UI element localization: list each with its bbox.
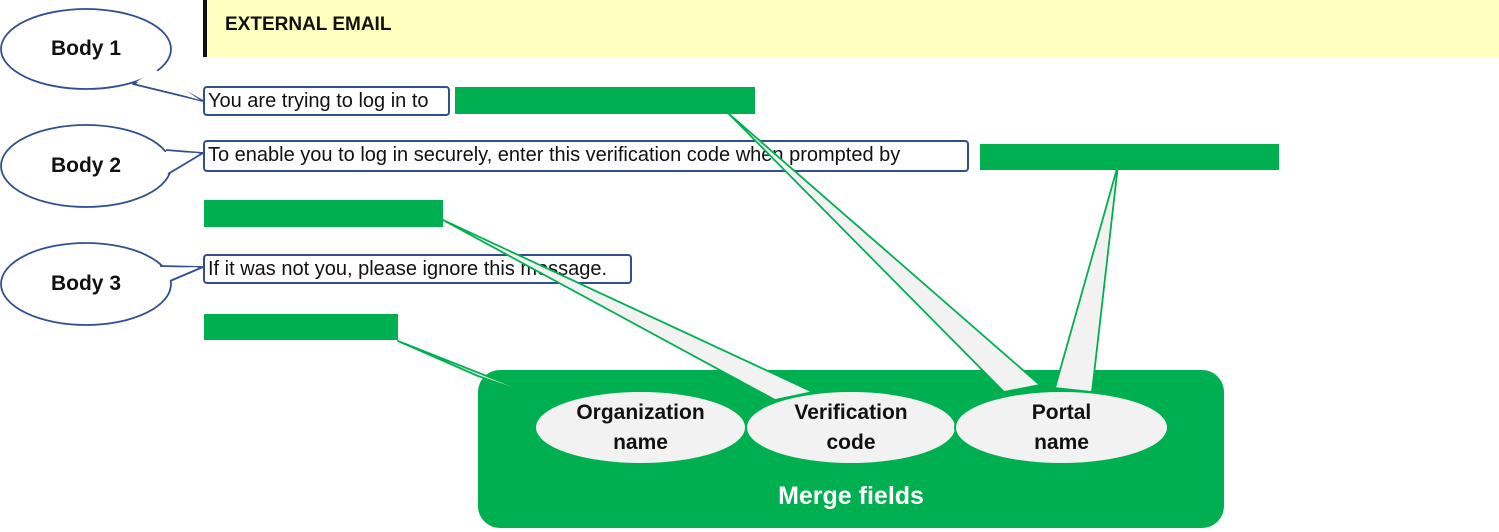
body-1-text: You are trying to log in to	[203, 86, 450, 116]
body-3-text: If it was not you, please ignore this me…	[203, 254, 632, 284]
body-3-label: Body 3	[50, 272, 121, 295]
connector-organization-name	[397, 340, 556, 404]
verification-code-line2: code	[826, 430, 876, 454]
merge-field-portal-name: Portal name	[954, 390, 1169, 465]
merge-field-organization-name: Organization name	[534, 390, 747, 465]
portal-name-line2: name	[1034, 430, 1089, 454]
connector-portal-name-1	[727, 112, 1041, 393]
verification-code-line1: Verification	[794, 400, 908, 424]
merge-fields-title: Merge fields	[778, 482, 924, 510]
body-2-label: Body 2	[50, 154, 121, 177]
merge-field-verification-code: Verification code	[745, 390, 957, 465]
body-1-label: Body 1	[50, 37, 121, 60]
body-3-callout	[0, 242, 204, 326]
portal-name-line1: Portal	[1031, 400, 1092, 424]
external-email-banner: EXTERNAL EMAIL	[203, 0, 1499, 57]
connector-portal-name-2	[1054, 164, 1119, 393]
redacted-portal-name-1	[455, 87, 755, 114]
body-2-text: To enable you to log in securely, enter …	[203, 140, 969, 172]
body-1-callout	[0, 8, 204, 102]
body-2-callout	[0, 124, 204, 208]
organization-name-line2: name	[613, 430, 668, 454]
redacted-organization-name	[204, 314, 398, 340]
organization-name-line1: Organization	[576, 400, 705, 424]
connector-verification-code	[442, 219, 814, 401]
banner-text: EXTERNAL EMAIL	[225, 14, 392, 35]
redacted-verification-code	[204, 200, 443, 227]
redacted-portal-name-2	[980, 144, 1279, 170]
